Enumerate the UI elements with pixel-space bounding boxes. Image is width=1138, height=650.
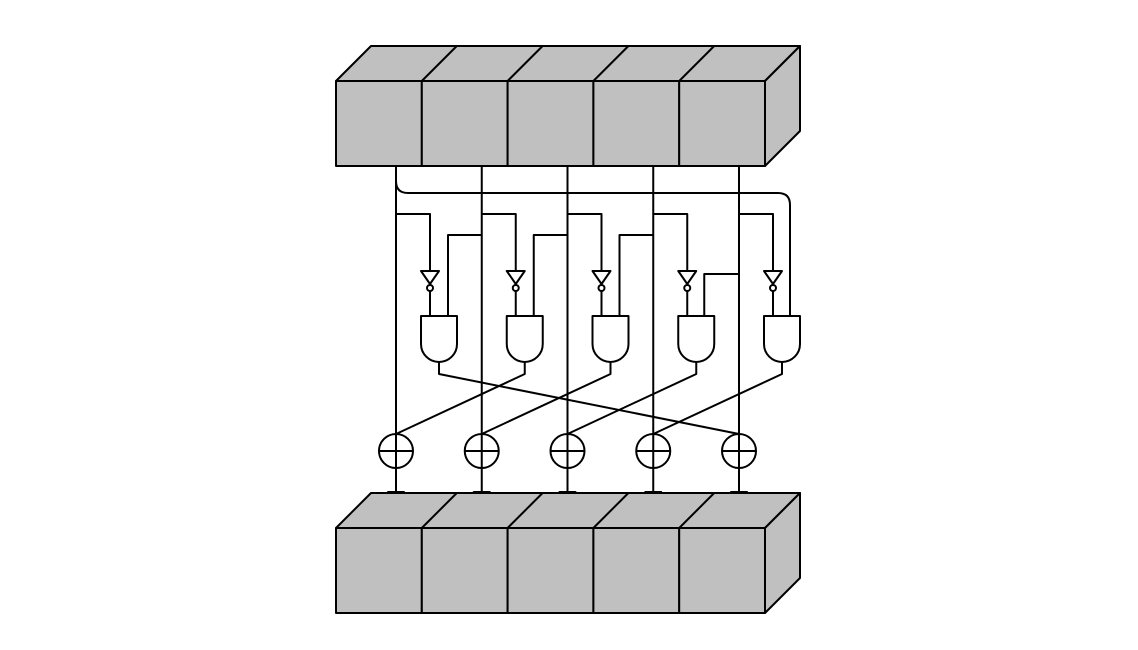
and-input-wire [618, 234, 654, 316]
and-gate [591, 315, 630, 363]
inverter-input-wire [396, 213, 431, 271]
and-gate [505, 315, 544, 363]
input-top-face [335, 45, 801, 82]
not-gate [505, 270, 526, 285]
inverter-input-wire [739, 213, 774, 271]
and-input-wire [532, 234, 568, 316]
and-gate [763, 315, 801, 363]
input-cell [678, 80, 767, 167]
input-cell [592, 80, 681, 167]
and-output-wire [567, 362, 698, 435]
not-gate-bubble [683, 284, 692, 292]
output-cell [678, 527, 767, 614]
not-gate-bubble [511, 284, 520, 292]
input-cell [335, 80, 423, 167]
and-output-wire [481, 362, 612, 435]
and-gate [677, 315, 716, 363]
and-output-wire [395, 362, 526, 435]
and-input-wire [703, 273, 739, 316]
input-cell [506, 80, 595, 167]
wires [395, 166, 791, 492]
not-gate-bubble [769, 284, 777, 292]
output-cell-divider [506, 492, 544, 529]
inverter-input-wire [653, 213, 689, 271]
and-gate [420, 315, 458, 363]
not-gate [763, 270, 783, 285]
output-top-face [335, 492, 801, 529]
output-cell [506, 527, 595, 614]
inverter-input-wire [567, 213, 603, 271]
input-register [335, 45, 801, 167]
not-gate [420, 270, 440, 285]
input-cell-divider [421, 45, 458, 82]
input-cell [420, 80, 509, 167]
gates [378, 270, 801, 511]
and-output-wire [438, 362, 740, 435]
output-cell [592, 527, 681, 614]
output-cell-divider [592, 492, 630, 529]
and-output-wire [652, 362, 783, 435]
output-cell-divider [678, 492, 715, 529]
output-register [335, 492, 801, 614]
not-gate-bubble [597, 284, 606, 292]
inverter-input-wire [481, 213, 517, 271]
output-cell [420, 527, 509, 614]
and-input-wire [447, 234, 482, 316]
not-gate [591, 270, 612, 285]
not-gate-bubble [426, 284, 434, 292]
wraparound-wire [395, 166, 791, 316]
input-cell-divider [506, 45, 544, 82]
output-cell [335, 527, 423, 614]
input-cell-divider [592, 45, 630, 82]
not-gate [677, 270, 698, 285]
output-cell-divider [421, 492, 458, 529]
input-cell-divider [678, 45, 715, 82]
